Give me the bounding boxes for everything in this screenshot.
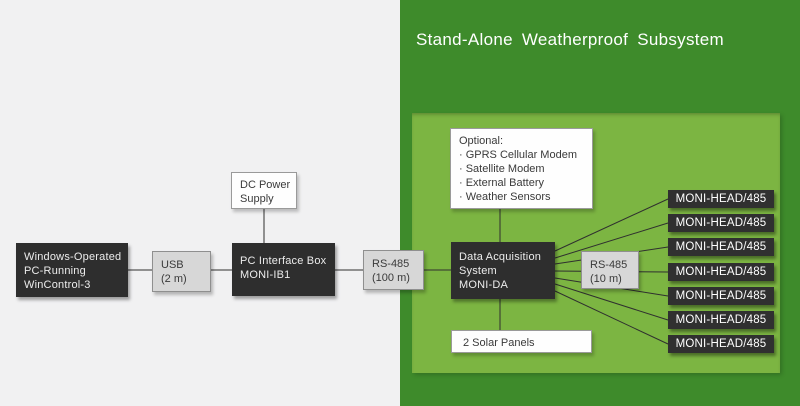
rs485-100m-link-node: RS-485 (100 m): [363, 250, 424, 290]
windows-pc-node: Windows-Operated PC-Running WinControl-3: [16, 243, 128, 297]
moni-head-node: MONI-HEAD/485: [668, 287, 774, 305]
node-text-line: · Satellite Modem: [459, 163, 545, 175]
connector-line: [554, 283, 669, 321]
node-text-line: 2 Solar Panels: [463, 337, 535, 349]
moni-head-node: MONI-HEAD/485: [668, 214, 774, 232]
node-text-line: · External Battery: [459, 177, 544, 189]
moni-head-node: MONI-HEAD/485: [668, 238, 774, 256]
data-acquisition-node: Data Acquisition System MONI-DA: [451, 242, 555, 299]
node-text-line: RS-485: [590, 259, 628, 271]
dc-power-supply-node: DC Power Supply: [231, 172, 297, 209]
node-text-line: (10 m): [590, 273, 622, 285]
moni-head-node: MONI-HEAD/485: [668, 311, 774, 329]
subsystem-title: Stand-Alone Weatherproof Subsystem: [416, 30, 724, 49]
solar-panels-node: 2 Solar Panels: [451, 330, 592, 353]
node-text-line: RS-485: [372, 258, 410, 270]
node-text-line: · Weather Sensors: [459, 191, 551, 203]
moni-head-node: MONI-HEAD/485: [668, 335, 774, 353]
node-text-line: DC Power: [240, 179, 291, 191]
node-text-line: USB: [161, 259, 184, 271]
node-text-line: Supply: [240, 193, 274, 205]
node-text-line: System: [459, 265, 497, 277]
node-text-line: (2 m): [161, 273, 187, 285]
node-text-line: PC Interface Box: [240, 255, 327, 267]
node-text-line: Data Acquisition: [459, 251, 542, 263]
pc-interface-box-node: PC Interface Box MONI-IB1: [232, 243, 335, 296]
connector-line: [554, 290, 669, 345]
node-text-line: Optional:: [459, 135, 504, 147]
node-text-line: WinControl-3: [24, 279, 91, 291]
node-text-line: PC-Running: [24, 265, 86, 277]
node-text-line: MONI-IB1: [240, 269, 291, 281]
node-text-line: (100 m): [372, 272, 410, 284]
moni-head-node: MONI-HEAD/485: [668, 263, 774, 281]
connector-line: [554, 198, 669, 252]
moni-head-node: MONI-HEAD/485: [668, 190, 774, 208]
rs485-10m-link-node: RS-485 (10 m): [581, 251, 639, 289]
connector-line: [554, 222, 669, 259]
optional-equipment-node: Optional: · GPRS Cellular Modem · Satell…: [450, 128, 593, 209]
node-text-line: MONI-DA: [459, 279, 509, 291]
node-text-line: · GPRS Cellular Modem: [459, 149, 577, 161]
node-text-line: Windows-Operated: [24, 251, 122, 263]
usb-link-node: USB (2 m): [152, 251, 211, 292]
